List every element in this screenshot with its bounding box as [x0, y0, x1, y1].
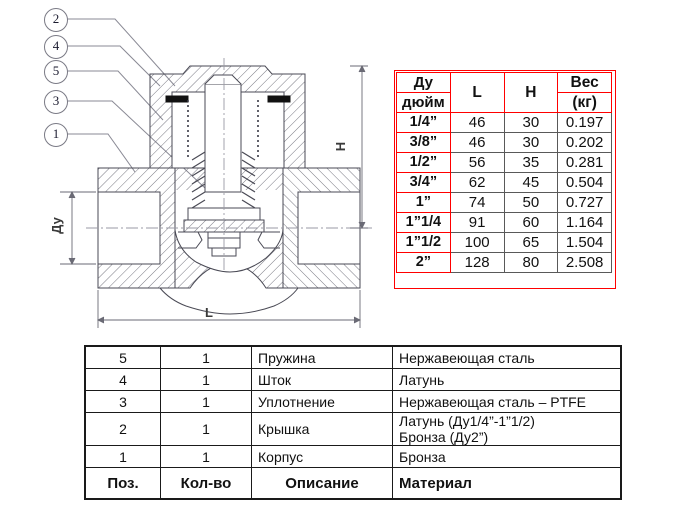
- table-row: 2” 128 80 2.508: [396, 252, 612, 273]
- dimension-lines: [60, 64, 368, 328]
- dim-cell-l: 128: [449, 252, 505, 273]
- mat-cell-desc: Шток: [251, 368, 393, 391]
- callout-bubble-3[interactable]: 3: [44, 90, 68, 114]
- table-row: 1” 74 50 0.727: [396, 192, 612, 213]
- dimension-label-l: L: [205, 305, 213, 320]
- mat-cell-pos: 2: [84, 412, 161, 446]
- mat-footer-qty: Кол-во: [160, 467, 252, 500]
- materials-table-footer-row: Поз. Кол-во Описание Материал: [84, 467, 622, 500]
- dim-cell-h: 65: [503, 232, 559, 253]
- dim-header-h: H: [503, 72, 559, 113]
- valve-technical-drawing: 2 4 5 3 1 H Ду L: [0, 0, 380, 340]
- mat-cell-qty: 1: [160, 445, 252, 468]
- dim-cell-size: 1”1/4: [396, 212, 451, 233]
- mat-cell-qty: 1: [160, 412, 252, 446]
- table-row: 5 1 Пружина Нержавеющая сталь: [84, 345, 622, 369]
- dim-cell-size: 3/4”: [396, 172, 451, 193]
- dim-cell-weight: 0.202: [557, 132, 612, 153]
- dim-cell-weight: 1.164: [557, 212, 612, 233]
- table-row: 1/4” 46 30 0.197: [396, 112, 612, 133]
- table-row: 1”1/4 91 60 1.164: [396, 212, 612, 233]
- dim-cell-h: 80: [503, 252, 559, 273]
- mat-cell-pos: 4: [84, 368, 161, 391]
- dimension-label-du: Ду: [48, 217, 64, 234]
- dim-cell-weight: 0.504: [557, 172, 612, 193]
- dim-cell-size: 2”: [396, 252, 451, 273]
- dim-cell-h: 30: [503, 112, 559, 133]
- dim-cell-h: 45: [503, 172, 559, 193]
- mat-footer-material: Материал: [392, 467, 622, 500]
- mat-cell-qty: 1: [160, 345, 252, 369]
- dim-cell-weight: 2.508: [557, 252, 612, 273]
- dim-cell-h: 50: [503, 192, 559, 213]
- table-row: 1 1 Корпус Бронза: [84, 445, 622, 468]
- table-row: 3/4” 62 45 0.504: [396, 172, 612, 193]
- mat-cell-desc: Крышка: [251, 412, 393, 446]
- table-row: 4 1 Шток Латунь: [84, 368, 622, 391]
- dim-cell-l: 62: [449, 172, 505, 193]
- dim-header-weight: Вес: [557, 72, 612, 93]
- mat-cell-material: Латунь (Ду1/4”-1”1/2) Бронза (Ду2”): [392, 412, 622, 446]
- dim-cell-l: 46: [449, 112, 505, 133]
- mat-cell-pos: 1: [84, 445, 161, 468]
- callout-bubble-2[interactable]: 2: [44, 8, 68, 32]
- dim-cell-weight: 0.727: [557, 192, 612, 213]
- dim-cell-h: 60: [503, 212, 559, 233]
- dim-header-inch: дюйм: [396, 92, 451, 113]
- dimension-label-h: H: [333, 141, 349, 152]
- mat-material-line-1: Латунь (Ду1/4”-1”1/2): [399, 413, 535, 429]
- dim-cell-weight: 0.281: [557, 152, 612, 173]
- callout-bubble-1[interactable]: 1: [44, 123, 68, 147]
- table-row: 2 1 Крышка Латунь (Ду1/4”-1”1/2) Бронза …: [84, 412, 622, 446]
- dim-header-weight-unit: (кг): [557, 92, 612, 113]
- materials-table: 5 1 Пружина Нержавеющая сталь 4 1 Шток Л…: [84, 345, 622, 500]
- callout-bubble-5[interactable]: 5: [44, 60, 68, 84]
- valve-drawing-svg: [60, 18, 372, 328]
- mat-footer-desc: Описание: [251, 467, 393, 500]
- mat-cell-material: Нержавеющая сталь – PTFE: [392, 390, 622, 413]
- dim-cell-l: 74: [449, 192, 505, 213]
- table-row: 1/2” 56 35 0.281: [396, 152, 612, 173]
- valve-bonnet: [149, 65, 306, 257]
- dim-cell-h: 35: [503, 152, 559, 173]
- mat-cell-desc: Уплотнение: [251, 390, 393, 413]
- dim-cell-size: 1”1/2: [396, 232, 451, 253]
- mat-cell-pos: 3: [84, 390, 161, 413]
- table-row: 3/8” 46 30 0.202: [396, 132, 612, 153]
- mat-cell-qty: 1: [160, 368, 252, 391]
- dim-cell-l: 56: [449, 152, 505, 173]
- dim-cell-l: 91: [449, 212, 505, 233]
- dim-cell-h: 30: [503, 132, 559, 153]
- callout-bubble-4[interactable]: 4: [44, 35, 68, 59]
- mat-footer-pos: Поз.: [84, 467, 161, 500]
- dim-cell-size: 3/8”: [396, 132, 451, 153]
- dim-cell-size: 1/4”: [396, 112, 451, 133]
- dim-cell-l: 100: [449, 232, 505, 253]
- dim-header-l: L: [449, 72, 505, 113]
- mat-cell-qty: 1: [160, 390, 252, 413]
- mat-cell-pos: 5: [84, 345, 161, 369]
- dim-cell-l: 46: [449, 132, 505, 153]
- mat-cell-material: Латунь: [392, 368, 622, 391]
- table-row: 3 1 Уплотнение Нержавеющая сталь – PTFE: [84, 390, 622, 413]
- dim-table-header-row-2: дюйм (кг): [396, 92, 612, 113]
- dim-cell-weight: 1.504: [557, 232, 612, 253]
- dim-table-header-row-1: Ду L H Вес: [396, 72, 612, 113]
- dimension-table: Ду L H Вес дюйм (кг) 1/4” 46 30 0.197 3/…: [396, 72, 612, 273]
- mat-material-line-2: Бронза (Ду2”): [399, 429, 489, 445]
- mat-cell-desc: Пружина: [251, 345, 393, 369]
- mat-cell-material: Нержавеющая сталь: [392, 345, 622, 369]
- dim-header-du: Ду: [396, 72, 451, 93]
- mat-cell-desc: Корпус: [251, 445, 393, 468]
- dim-cell-size: 1”: [396, 192, 451, 213]
- dim-cell-weight: 0.197: [557, 112, 612, 133]
- mat-cell-material: Бронза: [392, 445, 622, 468]
- dim-cell-size: 1/2”: [396, 152, 451, 173]
- table-row: 1”1/2 100 65 1.504: [396, 232, 612, 253]
